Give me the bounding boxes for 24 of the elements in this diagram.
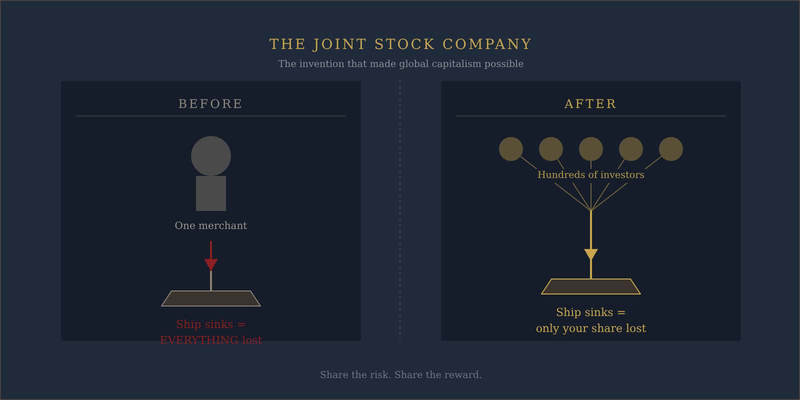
ship-caption: Ship sinks = only your share lost: [536, 305, 646, 337]
investor-circle: [619, 137, 643, 161]
investor-circle: [499, 137, 523, 161]
caption: Share the risk. Share the reward.: [320, 369, 482, 383]
connector-line: [590, 156, 662, 212]
connector-line: [590, 160, 592, 212]
investor-circle: [539, 137, 563, 161]
panel-heading: BEFORE: [178, 96, 244, 113]
connector-line: [520, 156, 592, 212]
title: THE JOINT STOCK COMPANY: [269, 36, 533, 55]
ship-icon: [161, 271, 261, 307]
node-label: One merchant: [174, 220, 248, 234]
subtitle: The invention that made global capitalism possible: [278, 58, 524, 72]
connector-line: [590, 158, 625, 212]
panel-heading: AFTER: [564, 96, 618, 113]
connector-line: [557, 158, 592, 212]
ship-icon: [541, 261, 641, 295]
comparison-panel: [441, 81, 741, 341]
arrow: [584, 211, 598, 261]
investor-circle: [579, 137, 603, 161]
group-label: Hundreds of investors: [536, 169, 646, 183]
investor-circle: [659, 137, 683, 161]
ship-caption: Ship sinks = EVERYTHING lost: [160, 317, 262, 349]
arrow: [204, 241, 218, 271]
